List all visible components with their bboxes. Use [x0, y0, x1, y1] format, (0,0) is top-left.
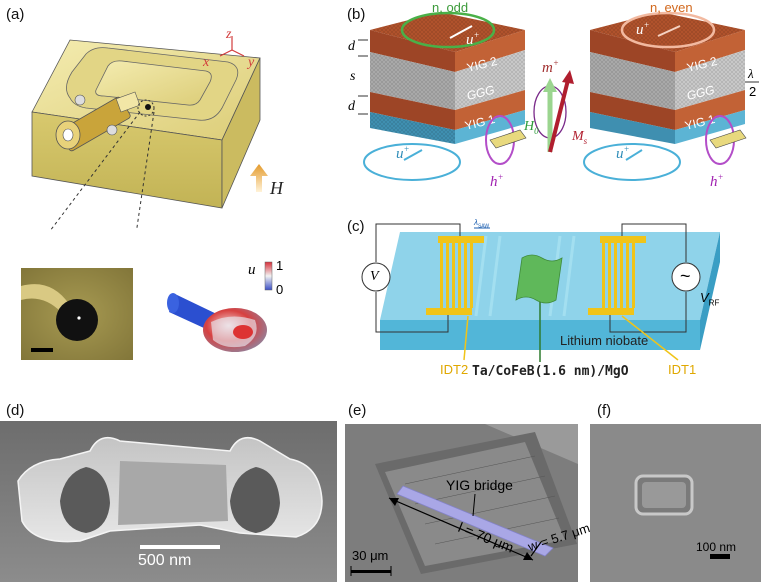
voltmeter	[361, 262, 391, 292]
layer-ggg-left: GGG	[465, 83, 496, 103]
coordinate-axes	[219, 36, 245, 57]
rf-source	[671, 262, 701, 292]
stripline-right	[709, 129, 747, 149]
scale-label-e: 30 μm	[352, 548, 389, 563]
bridge-label: YIG bridge	[446, 477, 513, 493]
lambda-label: λ	[747, 66, 754, 81]
precession-even-top	[620, 11, 716, 49]
sem-image-d	[0, 421, 337, 582]
u-arrow-odd	[449, 25, 473, 39]
h0-arrowhead	[543, 78, 557, 92]
u-arrow-even-bottom	[625, 149, 643, 161]
mode-odd-label: n, odd	[432, 0, 468, 15]
circuit-wires	[375, 223, 687, 333]
colorbar	[264, 261, 273, 291]
lambda-half: 2	[749, 84, 756, 99]
length-arrow	[388, 497, 534, 561]
length-arrowhead-a	[389, 498, 399, 506]
colorbar-max: 1	[276, 258, 284, 273]
focus-circle	[137, 99, 155, 117]
cofeb-film	[515, 254, 563, 304]
u-arrow-odd-bottom	[403, 149, 423, 161]
colorbar-min: 0	[276, 282, 284, 297]
idt2-label: IDT2	[440, 362, 469, 377]
scale-label-d: 500 nm	[138, 552, 192, 569]
idt1-pointer	[621, 315, 679, 361]
saw-ripples	[474, 235, 576, 317]
u-label-even-bottom: u+	[616, 144, 630, 162]
dim-d-bottom: d	[348, 99, 356, 114]
precession-odd-top	[400, 11, 496, 49]
field-arrow	[250, 164, 268, 192]
precession-odd-bottom	[363, 143, 461, 181]
axis-y-label: y	[246, 55, 255, 70]
sma-connector	[55, 91, 141, 152]
lambda-saw-label: λSAW	[474, 218, 490, 230]
lithium-niobate-side	[700, 232, 720, 350]
zoom-line-right	[136, 111, 155, 230]
scale-label-f: 100 nm	[696, 540, 737, 554]
vrf-label: VRF	[700, 290, 720, 308]
length-arrowhead-b	[523, 552, 533, 560]
panel-b-drawing: n, odd u+ YIG 2 GGG YIG 1 d s d u+ h+ m+…	[348, 0, 759, 190]
width-arrow	[530, 541, 542, 557]
panel-f-label: (f)	[597, 402, 612, 419]
substrate-label: Lithium niobate	[560, 333, 649, 348]
sem-image-e	[345, 424, 578, 582]
idt2-electrodes	[426, 236, 484, 315]
h-label-right: h+	[710, 172, 724, 190]
dim-s: s	[350, 69, 356, 84]
ms-arrow	[548, 79, 570, 153]
precession-even-bottom	[583, 143, 681, 181]
mode-shape-render	[167, 261, 273, 352]
voltmeter-label: V	[370, 269, 379, 284]
yig-sphere	[145, 104, 151, 110]
ms-label: Ms	[571, 129, 588, 146]
sphere-micrograph	[21, 268, 133, 360]
panel-d-label: (d)	[6, 402, 25, 419]
colorbar-title: u	[248, 262, 256, 278]
axis-x-label: x	[202, 55, 210, 70]
zoom-line-left	[50, 111, 141, 230]
film-label: Ta/CoFeB(1.6 nm)/MgO	[472, 364, 629, 379]
yig-bridge	[396, 485, 554, 557]
panel-a-drawing: z x y H	[31, 27, 284, 230]
idt2-pointer	[463, 315, 469, 361]
axis-z-label: z	[225, 27, 232, 42]
panel-b-label: (b)	[347, 6, 366, 23]
panel-e-label: (e)	[348, 402, 367, 419]
scale-bar-d	[140, 545, 220, 549]
sem-image-f	[590, 424, 761, 582]
bridge-pointer	[472, 493, 476, 517]
mode-even-label: n, even	[650, 0, 693, 15]
panel-c-label: (c)	[347, 218, 365, 235]
u-label-odd: u+	[466, 30, 480, 48]
m-label: m+	[542, 58, 559, 76]
stripline-left	[489, 129, 527, 149]
stack-odd	[370, 12, 525, 144]
layer-ggg-right: GGG	[685, 83, 716, 103]
field-label: H	[269, 178, 284, 198]
panel-c-drawing	[361, 223, 720, 362]
h0-label: H0	[523, 119, 539, 136]
panel-a-label: (a)	[6, 6, 25, 23]
ms-arrowhead	[562, 70, 574, 84]
u-arrow-even	[657, 25, 681, 37]
idt1-label: IDT1	[668, 362, 697, 377]
rf-symbol: ~	[680, 266, 691, 286]
u-label-odd-bottom: u+	[396, 144, 410, 162]
dim-d-top: d	[348, 39, 356, 54]
h-label-left: h+	[490, 172, 504, 190]
scale-bar-e	[351, 570, 391, 573]
micrograph-scale-bar	[31, 348, 53, 352]
scale-bar-f	[710, 554, 730, 559]
idt1-electrodes	[588, 236, 646, 315]
u-label-even: u+	[636, 20, 650, 38]
